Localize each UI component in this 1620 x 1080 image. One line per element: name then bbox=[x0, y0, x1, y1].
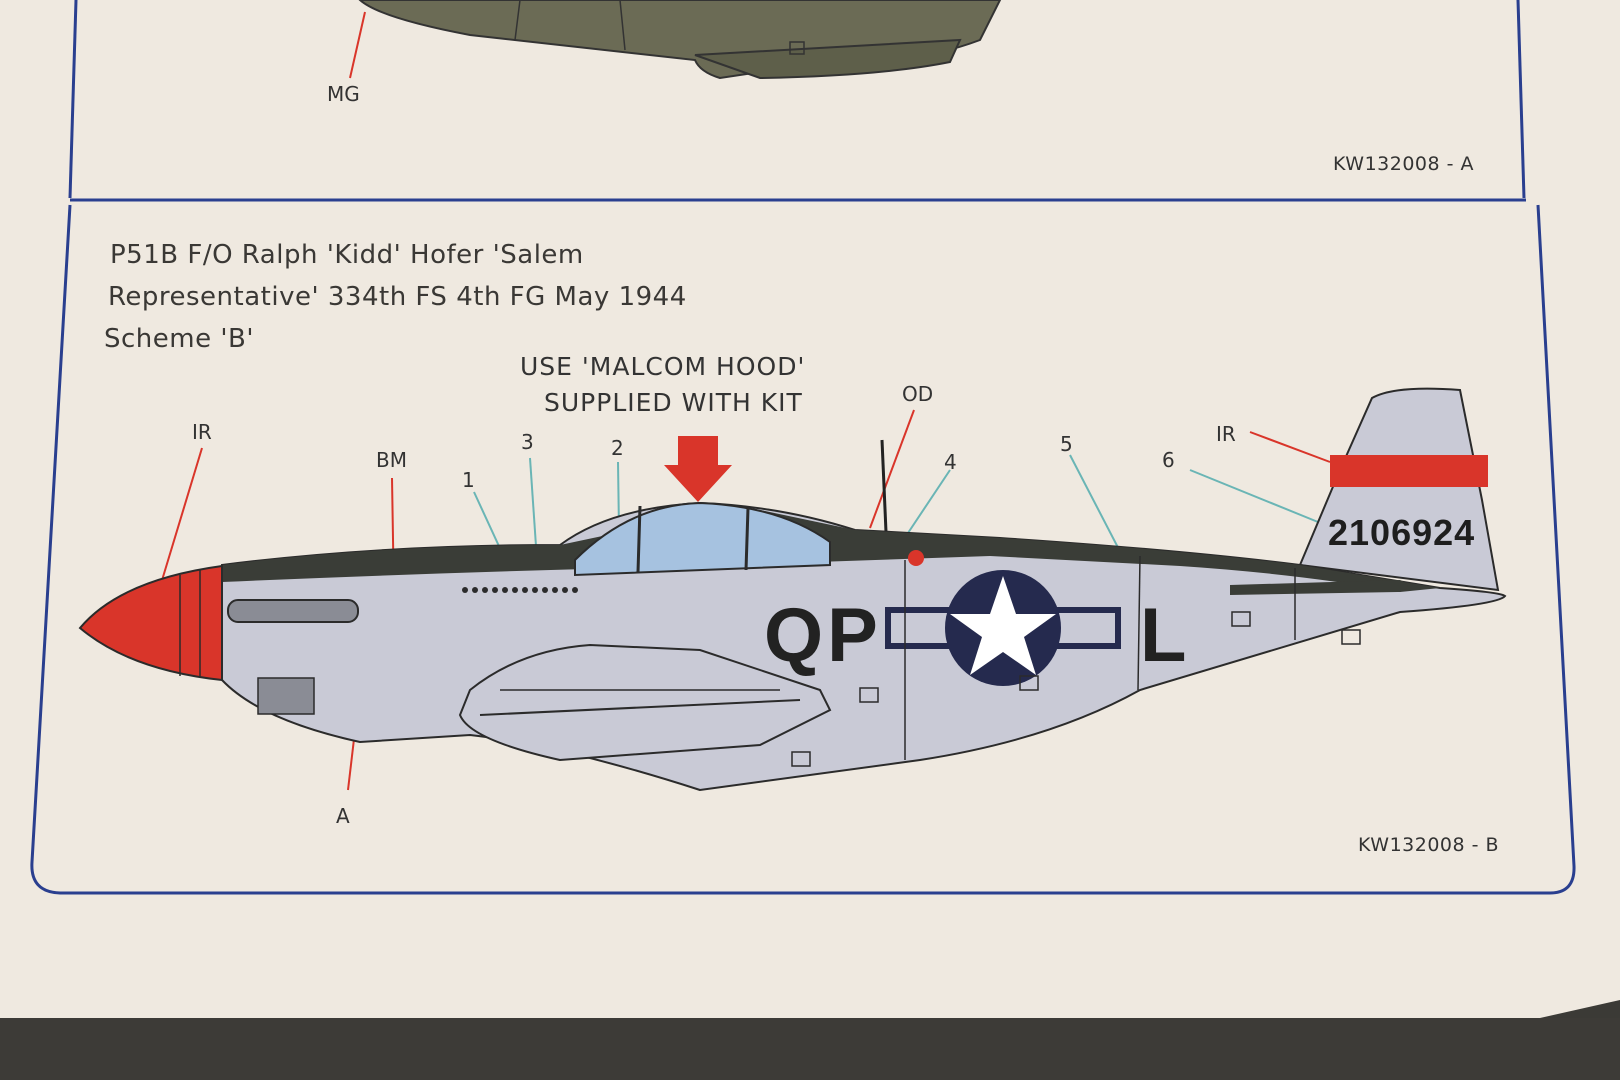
description-line-1: P51B F/O Ralph 'Kidd' Hofer 'Salem bbox=[110, 240, 584, 270]
frame-a-right bbox=[1516, 0, 1526, 199]
callout-2: 2 bbox=[611, 436, 624, 460]
tail-serial: 2106924 bbox=[1328, 512, 1476, 553]
exhaust-stacks bbox=[227, 599, 359, 623]
sheet-b-code: KW132008 - B bbox=[1358, 834, 1500, 856]
callout-od: OD bbox=[902, 382, 934, 406]
callout-ir-tail: IR bbox=[1216, 422, 1236, 446]
tailplane bbox=[1230, 580, 1408, 595]
fin-red-band bbox=[1330, 455, 1488, 487]
individual-aircraft-letter: L bbox=[1140, 593, 1187, 678]
paper-sheet bbox=[0, 0, 1620, 1018]
aircraft-a-remnant bbox=[349, 0, 1002, 80]
callout-6: 6 bbox=[1162, 448, 1175, 472]
callout-5: 5 bbox=[1060, 432, 1073, 456]
national-insignia bbox=[885, 570, 1121, 686]
frame-b bbox=[30, 204, 1576, 895]
callout-3: 3 bbox=[521, 430, 534, 454]
tabletop bbox=[0, 1018, 1620, 1080]
frame-a-left bbox=[68, 0, 78, 199]
callout-4: 4 bbox=[944, 450, 957, 474]
tail-fin bbox=[1298, 387, 1500, 592]
description-line-2: Representative' 334th FS 4th FG May 1944 bbox=[108, 282, 687, 312]
aircraft-p51b bbox=[78, 387, 1507, 792]
canopy-arrow bbox=[664, 436, 732, 502]
sheet-a-code: KW132008 - A bbox=[1333, 153, 1475, 175]
wing bbox=[458, 643, 832, 762]
callout-1: 1 bbox=[462, 468, 475, 492]
callout-a: A bbox=[336, 804, 350, 828]
description-line-3: Scheme 'B' bbox=[104, 324, 254, 354]
callout-bm: BM bbox=[376, 448, 407, 472]
note-line-2: SUPPLIED WITH KIT bbox=[544, 388, 803, 417]
note-line-1: USE 'MALCOM HOOD' bbox=[520, 352, 806, 381]
squadron-code-letters: QP bbox=[764, 593, 882, 678]
callout-mg: MG bbox=[327, 82, 360, 106]
air-intake bbox=[257, 677, 315, 715]
callout-ir-nose: IR bbox=[192, 420, 212, 444]
